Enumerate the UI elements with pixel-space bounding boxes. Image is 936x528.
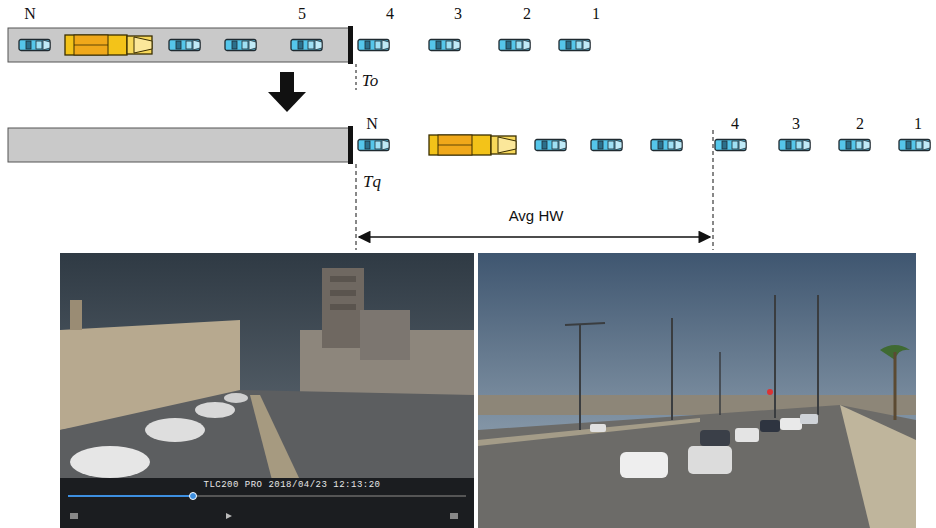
headway-label: Avg HW: [507, 208, 566, 223]
queue-position-number: N: [366, 116, 378, 132]
queue-position-number: 4: [731, 116, 739, 132]
queue-position-number: 3: [454, 6, 462, 22]
video-timestamp: TLC200 PRO 2018/04/23 12:13:20: [203, 481, 380, 490]
queue-position-number: 2: [856, 116, 864, 132]
queue-position-number: 1: [592, 6, 600, 22]
queue-position-number: 5: [298, 6, 306, 22]
time-label: Tq: [363, 173, 381, 190]
queue-position-number: 3: [792, 116, 800, 132]
queue-position-number: N: [24, 6, 36, 22]
queue-position-number: 1: [914, 116, 922, 132]
time-label: To: [362, 72, 378, 89]
queue-position-number: 2: [523, 6, 531, 22]
queue-position-number: 4: [386, 6, 394, 22]
